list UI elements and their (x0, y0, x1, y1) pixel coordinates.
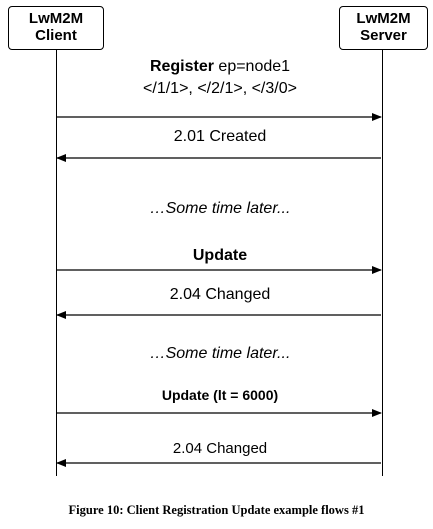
changed-label-1: 2.04 Changed (169, 286, 271, 303)
update-lt-keyword: Update (lt = 6000) (161, 387, 279, 403)
register-endpoint: ep=node1 (213, 58, 291, 75)
client-lifeline (56, 50, 57, 476)
server-label-line1: LwM2M (356, 10, 411, 27)
client-participant-box: LwM2M Client (8, 6, 104, 50)
register-objects: </1/1>, </2/1>, </3/0> (143, 80, 297, 97)
figure-caption: Figure 10: Client Registration Update ex… (68, 503, 365, 517)
update-label: Update (60, 247, 380, 265)
client-label-line1: LwM2M (28, 10, 84, 27)
server-participant-box: LwM2M Server (339, 6, 428, 50)
update-keyword: Update (192, 247, 248, 264)
client-label-line2: Client (35, 27, 77, 44)
register-keyword: Register (149, 58, 214, 75)
server-label-line2: Server (360, 27, 407, 44)
time-later-note-1: …Some time later... (149, 200, 291, 217)
server-lifeline (382, 50, 383, 476)
changed-label-2: 2.04 Changed (172, 440, 268, 457)
update-lt-label: Update (lt = 6000) (60, 387, 380, 403)
created-label: 2.01 Created (173, 128, 267, 145)
time-later-note-2: …Some time later... (149, 345, 291, 362)
register-label: Register ep=node1 (60, 58, 380, 76)
